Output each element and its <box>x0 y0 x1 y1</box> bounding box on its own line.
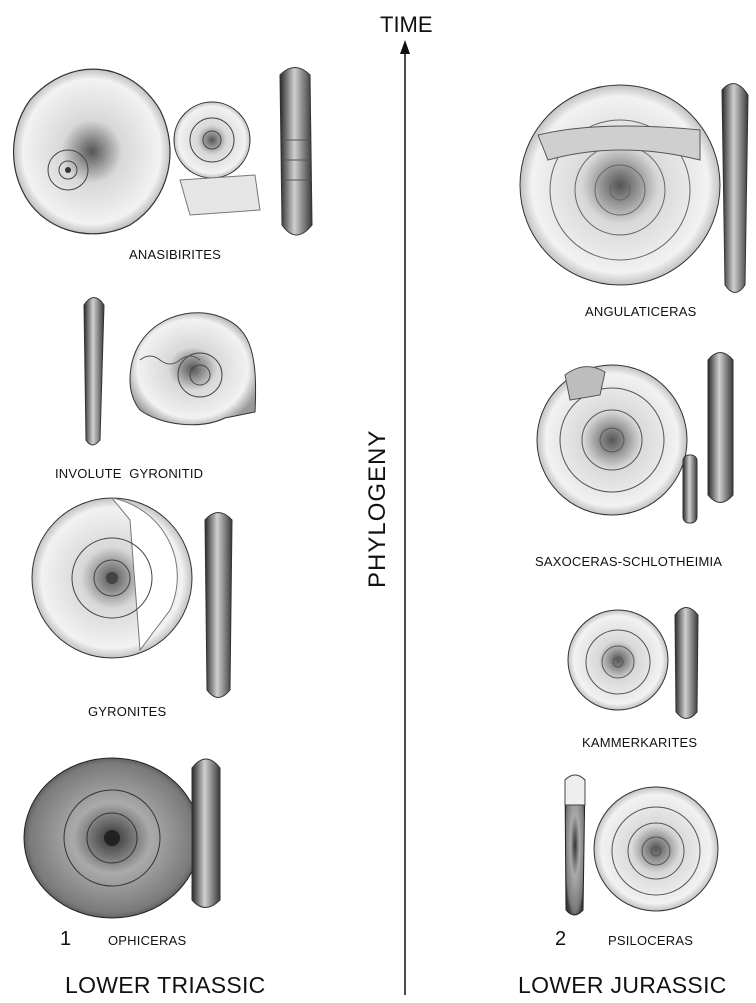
time-arrow <box>400 40 410 995</box>
taxon-label-gyronites: GYRONITES <box>88 704 166 719</box>
gyronites-fossil <box>32 498 232 698</box>
involute-gyronitid-fossil <box>84 298 256 446</box>
time-label: TIME <box>380 12 433 38</box>
psiloceras-fossil <box>565 775 718 915</box>
taxon-label-anasibirites: ANASIBIRITES <box>129 247 221 262</box>
taxon-label-saxoceras-schlotheimia: SAXOCERAS-SCHLOTHEIMIA <box>535 554 722 569</box>
taxon-label-psiloceras: PSILOCERAS <box>608 933 693 948</box>
group-number-2: 2 <box>555 928 566 951</box>
era-label-lower-triassic: LOWER TRIASSIC <box>65 972 266 999</box>
saxoceras-schlotheimia-fossil <box>537 353 733 524</box>
era-label-lower-jurassic: LOWER JURASSIC <box>518 972 727 999</box>
ophiceras-fossil <box>24 758 220 918</box>
angulaticeras-fossil <box>520 84 748 293</box>
kammerkarites-fossil <box>568 608 698 719</box>
taxon-label-kammerkarites: KAMMERKARITES <box>582 735 697 750</box>
taxon-label-involute-gyronitid: INVOLUTE GYRONITID <box>55 466 203 481</box>
group-number-1: 1 <box>60 928 71 951</box>
taxon-label-angulaticeras: ANGULATICERAS <box>585 304 696 319</box>
taxon-label-ophiceras: OPHICERAS <box>108 933 186 948</box>
phylogeny-label: PHYLOGENY <box>364 448 392 588</box>
anasibirites-fossil <box>14 68 312 236</box>
